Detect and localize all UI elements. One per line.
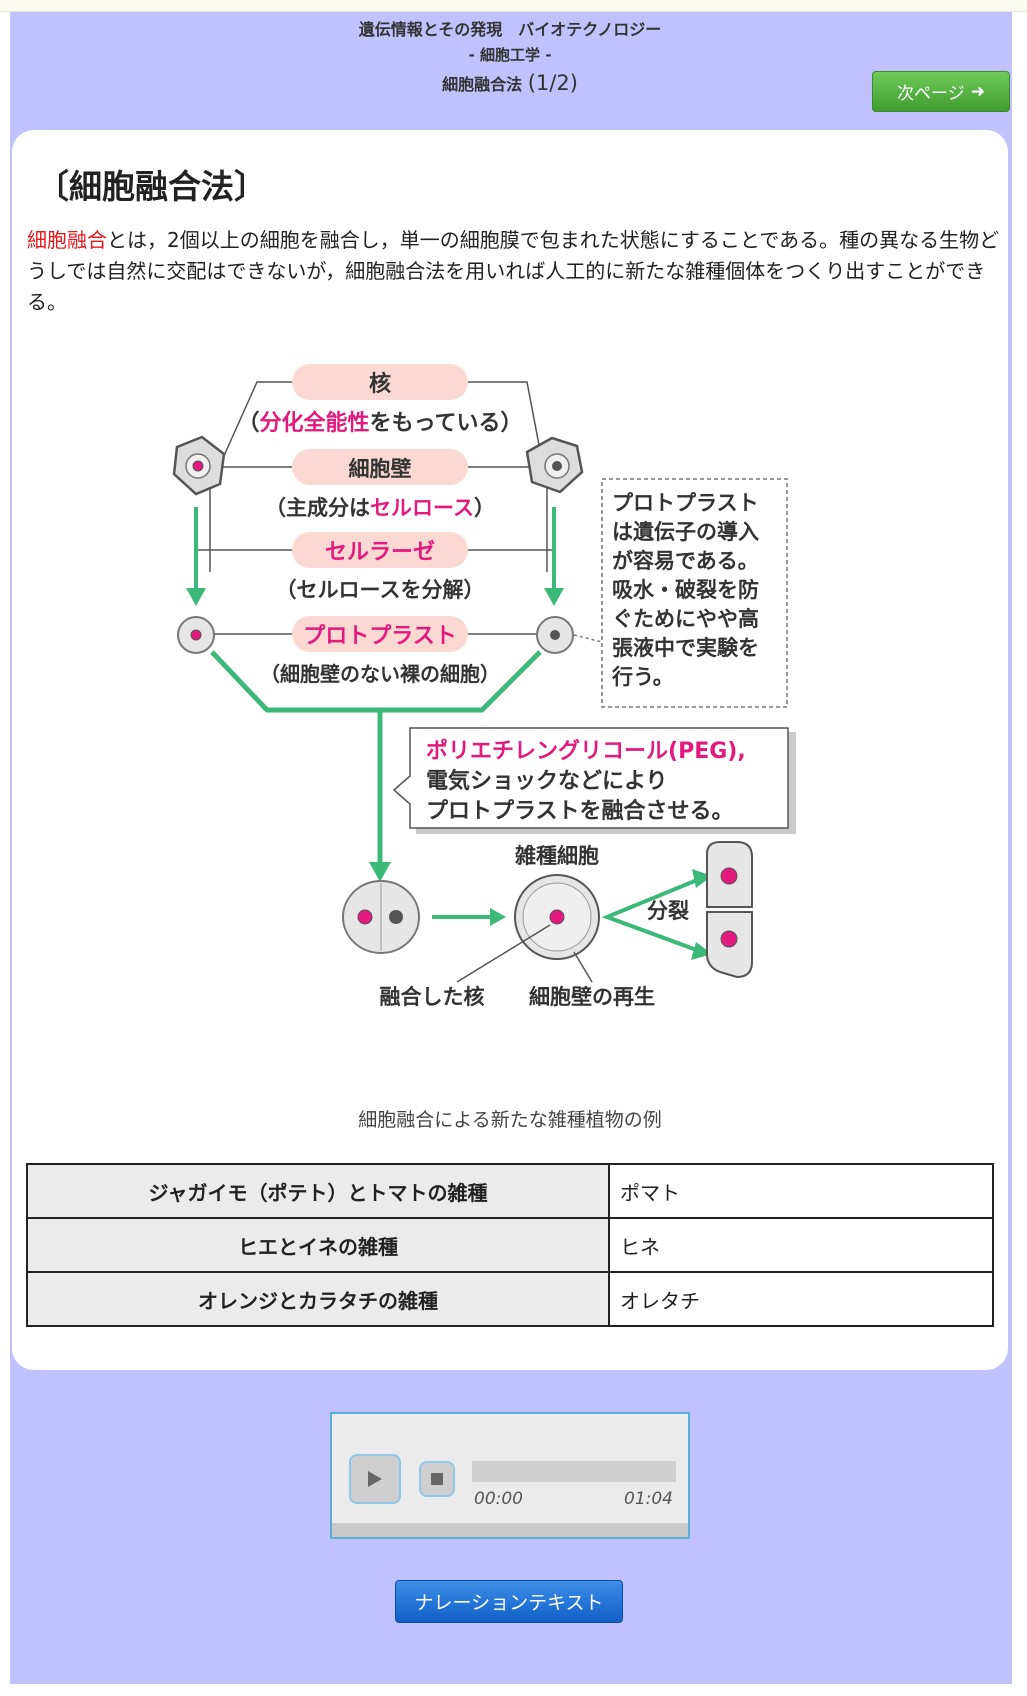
fused-nucleus-label: 融合した核 [380,985,485,1009]
protoplast-right [536,616,574,654]
merge-path [210,650,542,713]
protoplast-note: （細胞壁のない裸の細胞） [260,662,500,686]
plant-cell-left [172,435,226,496]
daughter-cells [706,841,753,979]
protoplast-label: プロトプラスト [303,624,457,649]
section-title: 〔細胞融合法〕 [36,167,267,206]
player-bottom-bar [332,1523,688,1537]
header-topic: 遺伝情報とその発現 バイオテクノロジー [358,20,662,39]
fused-cell [342,880,420,954]
wall-regen-label: 細胞壁の再生 [529,985,655,1009]
page-indicator: (1/2) [527,71,578,95]
next-page-label: 次ページ [897,84,965,104]
hybrid-name-cell: ポマト [608,1163,994,1219]
top-strip [0,0,1027,12]
side-note-box [601,478,788,708]
content-card: 〔細胞融合法〕 細胞融合とは，2個以上の細胞を融合し，単一の細胞膜で包まれた状態… [12,130,1008,1370]
division-arrow-head-top [692,869,712,888]
nucleus-pill [292,364,468,400]
side-note-text: プロトプラスト は遺伝子の導入 が容易である。 吸水・破裂を防 ぐためにやや高 … [611,491,759,689]
svg-text:張液中で実験を: 張液中で実験を [612,636,759,660]
intro-text: とは，2個以上の細胞を融合し，単一の細胞膜で包まれた状態にすることである。種の異… [27,228,1000,314]
cellulase-label: セルラーゼ [325,540,435,565]
header-lesson: 細胞融合法 (1/2) [0,68,1020,100]
lesson-title: 細胞融合法 [442,75,523,94]
svg-text:ぐためにやや高: ぐためにやや高 [612,607,759,631]
down-arrow-head [369,862,391,882]
svg-text:は遺伝子の導入: は遺伝子の導入 [612,520,759,544]
peg-line-1: ポリエチレングリコール(PEG), [426,738,746,764]
play-button[interactable] [349,1454,401,1504]
plant-cell-right [525,436,584,494]
narration-text-button[interactable]: ナレーションテキスト [395,1580,623,1623]
peg-callout-box [392,727,789,829]
cross-cell: ヒエとイネの雑種 [26,1217,610,1273]
main-component-label: （主成分はセルロース） [265,496,495,520]
header-subtopic: - 細胞工学 - [468,46,552,64]
svg-text:行う。: 行う。 [611,665,674,689]
wall-regen-pointer [573,951,593,983]
peg-line-3: プロトプラストを融合させる。 [426,798,734,824]
nucleus-label: 核 [369,371,391,397]
hybrid-name-cell: ヒネ [608,1217,994,1273]
division-label: 分裂 [647,899,689,923]
svg-text:吸水・破裂を防: 吸水・破裂を防 [612,578,759,602]
audio-player: 00:00 01:04 [330,1412,690,1539]
cell-wall-label: 細胞壁 [349,457,412,481]
division-arrows [601,876,703,954]
table-row: オレンジとカラタチの雑種 オレタチ [26,1271,994,1327]
protoplast-pill [292,616,468,652]
intro-paragraph: 細胞融合とは，2個以上の細胞を融合し，単一の細胞膜で包まれた状態にすることである… [27,225,1007,318]
totipotency-label: （分化全能性をもっている） [238,410,523,436]
arrow-right-icon: ➜ [970,81,985,102]
hybrid-cell [514,874,600,960]
stop-button[interactable] [419,1461,455,1497]
right-arrow-head [544,588,564,606]
hybrid-plant-table: ジャガイモ（ポテト）とトマトの雑種 ポマト ヒエとイネの雑種 ヒネ オレンジとカ… [26,1163,994,1327]
hybrid-cell-label: 雑種細胞 [514,844,599,868]
fused-nucleus-pointer [456,924,551,983]
protoplast-left [177,616,215,654]
intro-keyword: 細胞融合 [27,228,107,252]
table-row: ヒエとイネの雑種 ヒネ [26,1217,994,1273]
cell-fusion-diagram: 核 （分化全能性をもっている） 細胞壁 （主成分はセルロース） セルラーゼ （セ… [172,364,796,1009]
side-note-pointer [573,634,603,643]
stop-icon [431,1473,443,1485]
cellulase-note: （セルロースを分解） [276,578,485,602]
to-hybrid-arrow-head [490,908,506,926]
next-page-button[interactable]: 次ページ ➜ [872,71,1010,112]
current-time: 00:00 [474,1489,523,1509]
table-caption: 細胞融合による新たな雑種植物の例 [358,1109,662,1131]
duration-time: 01:04 [624,1489,673,1509]
left-arrow-head [186,588,206,606]
peg-line-2: 電気ショックなどにより [426,768,668,794]
cellulase-pill [292,532,468,568]
hybrid-name-cell: オレタチ [608,1271,994,1327]
svg-text:プロトプラスト: プロトプラスト [612,491,759,515]
svg-text:が容易である。: が容易である。 [612,549,759,573]
audio-progress-track[interactable] [472,1461,676,1482]
table-row: ジャガイモ（ポテト）とトマトの雑種 ポマト [26,1163,994,1219]
play-icon [368,1471,382,1487]
page-header: 遺伝情報とその発現 バイオテクノロジー - 細胞工学 - 細胞融合法 (1/2) [0,18,1020,100]
cross-cell: ジャガイモ（ポテト）とトマトの雑種 [26,1163,610,1219]
cell-wall-pill [292,449,468,485]
cross-cell: オレンジとカラタチの雑種 [26,1271,610,1327]
